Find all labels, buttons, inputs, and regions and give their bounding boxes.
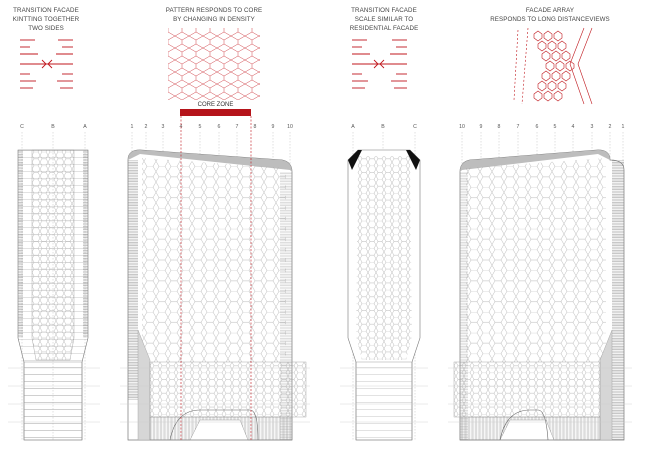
- svg-text:C: C: [20, 124, 24, 130]
- scale-arrows-icon: [352, 39, 407, 89]
- grid-labels-elevation-1: C B A: [20, 124, 87, 130]
- svg-text:8: 8: [254, 124, 257, 130]
- svg-text:2: 2: [609, 124, 612, 130]
- svg-text:9: 9: [480, 124, 483, 130]
- svg-text:C: C: [413, 124, 417, 130]
- caption-pattern-core: PATTERN RESPONDS TO CORE BY CHANGING IN …: [166, 7, 263, 23]
- svg-text:RESPONDS TO LONG DISTANCEVIEWS: RESPONDS TO LONG DISTANCEVIEWS: [490, 16, 610, 23]
- svg-text:5: 5: [554, 124, 557, 130]
- svg-text:10: 10: [287, 124, 293, 130]
- svg-text:1: 1: [131, 124, 134, 130]
- svg-text:6: 6: [536, 124, 539, 130]
- grid-labels-elevation-2: 1 2 3 4 5 6 7 8 9 10: [131, 124, 293, 130]
- svg-text:6: 6: [218, 124, 221, 130]
- grid-labels-elevation-3: A B C: [351, 124, 417, 130]
- svg-text:RESIDENTIAL FACADE: RESIDENTIAL FACADE: [350, 25, 419, 32]
- core-zone-bar: [180, 109, 251, 116]
- svg-text:A: A: [83, 124, 87, 130]
- svg-text:1: 1: [622, 124, 625, 130]
- svg-text:4: 4: [572, 124, 575, 130]
- svg-text:7: 7: [236, 124, 239, 130]
- svg-text:B: B: [381, 124, 385, 130]
- svg-text:B: B: [51, 124, 55, 130]
- elevation-2: [120, 149, 310, 441]
- svg-text:KINTTING TOGETHER: KINTTING TOGETHER: [13, 16, 80, 23]
- core-zone-lines: [180, 116, 252, 440]
- grid-labels-elevation-4: 10 9 8 7 6 5 4 3 2 1: [459, 124, 624, 130]
- elevation-4: [448, 149, 632, 441]
- svg-text:TWO SIDES: TWO SIDES: [28, 25, 64, 32]
- caption-transition-scale: TRANSITION FACADE SCALE SIMILAR TO RESID…: [350, 7, 419, 32]
- facade-array-icon: [513, 27, 593, 105]
- svg-text:8: 8: [498, 124, 501, 130]
- svg-text:3: 3: [591, 124, 594, 130]
- elevation-1: [8, 149, 100, 441]
- svg-text:2: 2: [145, 124, 148, 130]
- knitting-arrows-icon: [20, 39, 73, 89]
- svg-text:FACADE ARRAY: FACADE ARRAY: [526, 7, 574, 14]
- caption-facade-array: FACADE ARRAY RESPONDS TO LONG DISTANCEVI…: [490, 7, 610, 23]
- svg-text:3: 3: [162, 124, 165, 130]
- elevation-3: [340, 149, 428, 441]
- density-pattern-icon: [168, 28, 260, 100]
- core-zone-label: CORE ZONE: [198, 102, 234, 108]
- svg-text:PATTERN RESPONDS TO CORE: PATTERN RESPONDS TO CORE: [166, 7, 263, 14]
- svg-text:7: 7: [517, 124, 520, 130]
- svg-text:A: A: [351, 124, 355, 130]
- svg-text:BY CHANGING IN DENSITY: BY CHANGING IN DENSITY: [173, 16, 255, 23]
- svg-text:10: 10: [459, 124, 465, 130]
- svg-text:TRANSITION FACADE: TRANSITION FACADE: [351, 7, 417, 14]
- svg-text:5: 5: [199, 124, 202, 130]
- caption-transition-knitting: TRANSITION FACADE KINTTING TOGETHER TWO …: [13, 7, 80, 32]
- svg-text:TRANSITION FACADE: TRANSITION FACADE: [13, 7, 79, 14]
- svg-text:9: 9: [272, 124, 275, 130]
- svg-text:SCALE SIMILAR TO: SCALE SIMILAR TO: [355, 16, 414, 23]
